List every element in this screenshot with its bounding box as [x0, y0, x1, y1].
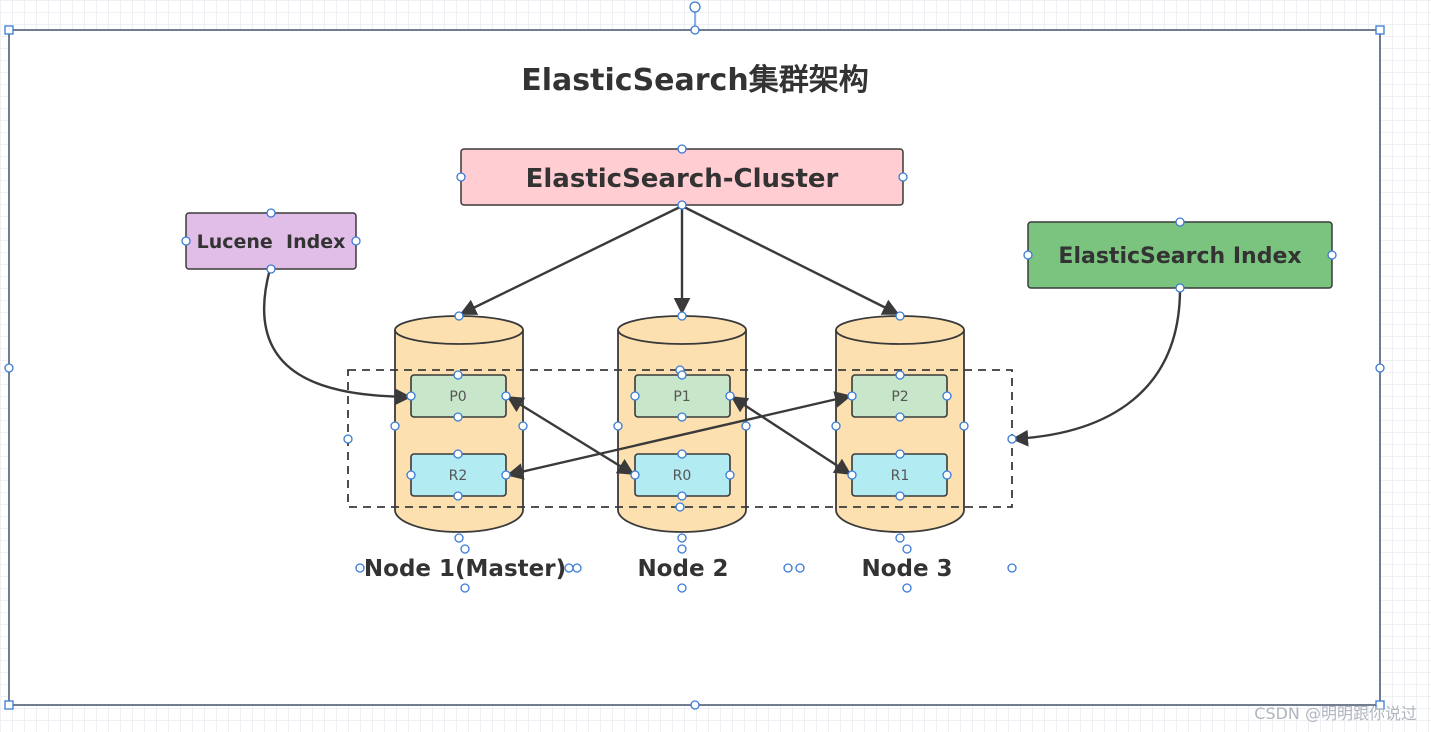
diagram-title: ElasticSearch集群架构: [521, 63, 868, 98]
lucene-to-p0-arrow[interactable]: [262, 268, 412, 406]
node-1-label: Node 1(Master): [364, 556, 566, 582]
shard-r0[interactable]: R0: [634, 453, 731, 497]
lucene-index-label: Lucene Index: [197, 231, 346, 253]
shard-p1-label: P1: [673, 389, 690, 405]
cluster-to-node3-arrow[interactable]: [681, 204, 900, 316]
cluster-label: ElasticSearch-Cluster: [526, 164, 839, 194]
lucene-index-box[interactable]: Lucene Index: [185, 212, 357, 270]
shard-r2-label: R2: [449, 468, 468, 484]
cluster-box[interactable]: ElasticSearch-Cluster: [460, 148, 904, 206]
shard-p1[interactable]: P1: [634, 374, 731, 418]
es-index-label: ElasticSearch Index: [1058, 244, 1301, 269]
node-2-label: Node 2: [637, 556, 728, 582]
shard-p2[interactable]: P2: [851, 374, 948, 418]
shard-p2-label: P2: [891, 389, 908, 405]
shard-r2[interactable]: R2: [410, 453, 507, 497]
cluster-to-node1-arrow[interactable]: [459, 204, 683, 316]
p2-r2-replica-arrow[interactable]: [506, 391, 852, 480]
node-3-label: Node 3: [861, 556, 952, 582]
watermark: CSDN @明明跟你说过: [1254, 704, 1417, 723]
selection-handles[interactable]: [4, 1, 1385, 710]
shard-r1-label: R1: [891, 468, 910, 484]
shard-r1[interactable]: R1: [851, 453, 948, 497]
shard-p0[interactable]: P0: [410, 374, 507, 418]
es-index-to-group-arrow[interactable]: [1011, 288, 1182, 447]
shard-p0-label: P0: [449, 389, 466, 405]
shard-r0-label: R0: [673, 468, 692, 484]
es-index-box[interactable]: ElasticSearch Index: [1027, 221, 1333, 289]
